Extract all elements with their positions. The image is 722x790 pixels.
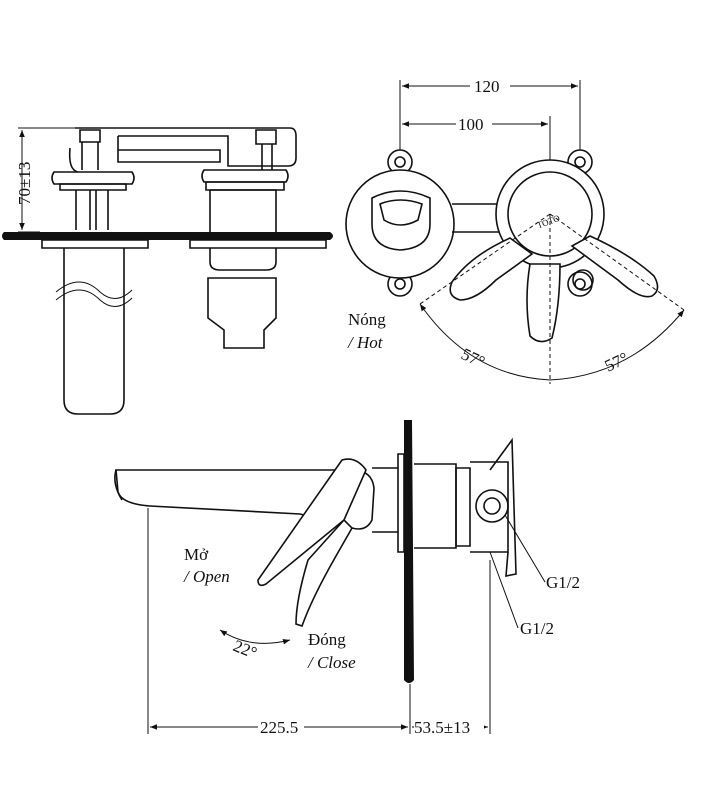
height-dimension: 70±13 [15, 127, 78, 233]
wall-view: TOTO 57° 57° Nóng / Hot [345, 149, 685, 384]
close-label-vn: Đóng [308, 630, 346, 649]
close-label-en: / Close [307, 653, 356, 672]
hot-label-vn: Nóng [348, 310, 386, 329]
side-view [114, 420, 517, 683]
front-section-view [2, 127, 333, 415]
wall-plate [2, 232, 333, 240]
thread-label-upper: G1/2 [546, 573, 580, 592]
wall-plate-side [404, 420, 414, 683]
lever-angle-label: 22° [231, 636, 260, 663]
width-120-label: 120 [474, 77, 500, 96]
angle-left-label: 57° [458, 344, 488, 371]
side-labels: Mở / Open Đóng / Close 22° G1/2 G1/2 [183, 514, 580, 672]
open-label-en: / Open [183, 567, 230, 586]
height-dimension-label: 70±13 [15, 162, 34, 205]
hot-label-en: / Hot [347, 333, 384, 352]
wall-depth-label: 53.5±13 [414, 718, 470, 737]
width-dimensions: 120 100 [399, 74, 581, 160]
spout-length-label: 225.5 [260, 718, 298, 737]
open-label-vn: Mở [184, 545, 209, 564]
angle-right-label: 57° [602, 348, 632, 375]
thread-label-lower: G1/2 [520, 619, 554, 638]
spacing-100-label: 100 [458, 115, 484, 134]
length-dimensions: 225.5 53.5±13 [147, 508, 491, 737]
